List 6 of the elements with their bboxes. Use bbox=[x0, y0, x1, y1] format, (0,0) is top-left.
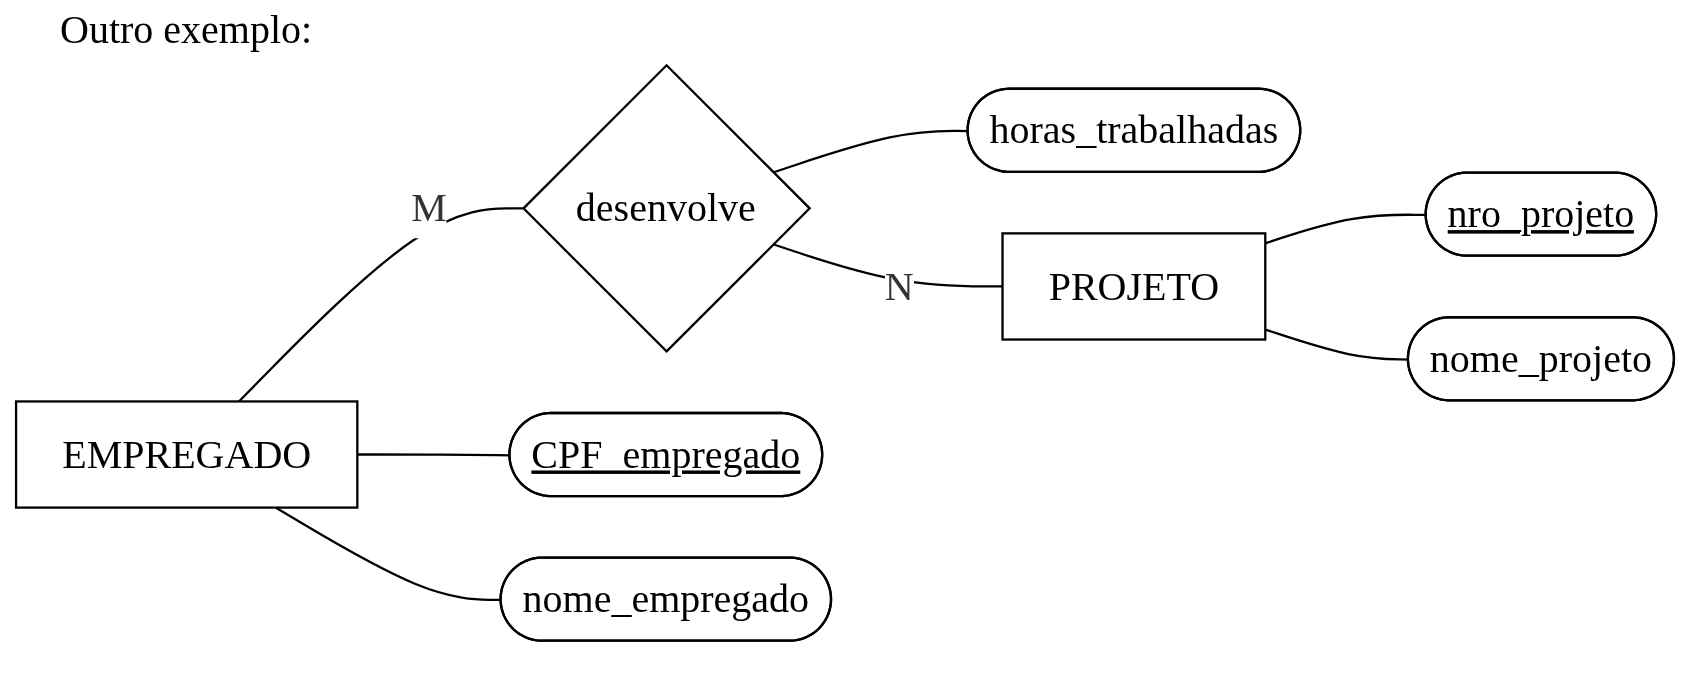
node-box: EMPREGADO bbox=[14, 400, 359, 509]
diagram-title: Outro exemplo: bbox=[60, 6, 314, 53]
edge-label: N bbox=[884, 264, 914, 309]
node-box: PROJETO bbox=[1001, 232, 1267, 341]
edge-label: M bbox=[411, 186, 447, 231]
node-diamond: desenvolve bbox=[521, 63, 812, 354]
